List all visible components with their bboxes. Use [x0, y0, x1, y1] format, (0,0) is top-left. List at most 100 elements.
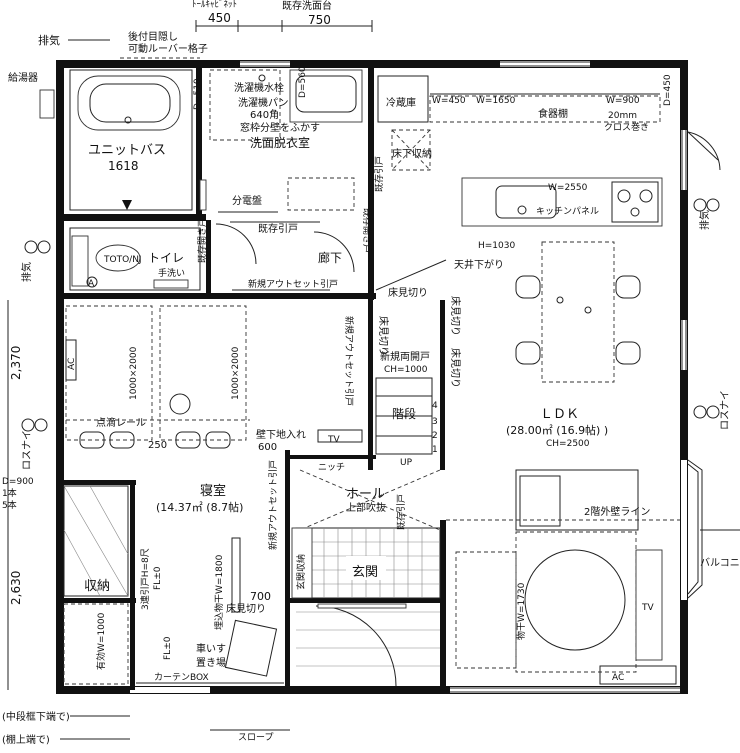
storage-effective-width: 有効W=1000 — [95, 612, 107, 670]
bed-left-size: 1000×2000 — [129, 346, 139, 400]
ldk-label: ＬＤＫ — [540, 407, 579, 422]
exhaust-fan-icon — [706, 198, 720, 212]
hallway-label: 廊下 — [318, 250, 342, 265]
exhaust-fan-icon — [693, 198, 707, 212]
entry-arrow-icon — [122, 200, 132, 210]
stairs: 階段 4 3 2 1 UP 新規両開戸 CH=1000 床見切り 床見切り 床見… — [343, 296, 462, 530]
shelf-d450: D=450 — [663, 74, 673, 106]
bath-d510: D=510 — [193, 78, 203, 110]
toilet-room: TOTO/NJ トイレ 手洗い A 既存開き戸 — [69, 218, 208, 291]
dim-600: 600 — [258, 442, 277, 453]
bedroom-tv: TV — [327, 435, 340, 445]
stair-ch1000: CH=1000 — [384, 365, 428, 375]
wheelchair-icon — [224, 619, 278, 677]
washer-pan-label: 洗濯機パン — [238, 96, 289, 109]
dim-label-toilet-cabinet: ﾄｰﾙｷｬﾋﾞﾈｯﾄ — [192, 0, 237, 10]
kitchen-door-swing — [687, 131, 721, 171]
toilet-bowl — [95, 244, 141, 272]
exhaust-label-right: 排気 — [698, 210, 711, 230]
stairs-label: 階段 — [392, 406, 416, 421]
vanity-d560: D=560 — [298, 66, 308, 98]
mark-a: A — [88, 279, 95, 289]
exhaust-fan-icon — [37, 240, 51, 254]
void-above-label: 上部吹抜 — [346, 501, 386, 514]
dim-left-upper: 2,370 — [9, 346, 23, 380]
hall-existing-sliding: 既存引戸 — [395, 494, 407, 530]
ldk: ＬＤＫ (28.00㎡ (16.9帖) ) CH=2500 2階外壁ライン 物干… — [446, 241, 680, 685]
new-outset-door: 新規アウトセット引戸 — [248, 278, 338, 290]
ldk-ac-label: AC — [612, 673, 624, 683]
dim-450: 450 — [208, 11, 231, 25]
underfloor-storage-label: 床下収納 — [392, 147, 432, 160]
cross-wrap-2: クロス巻き — [604, 121, 649, 133]
ldk-laundry-bar: 物干W=1730 — [515, 582, 527, 640]
kitchen-counter — [461, 177, 663, 227]
washroom: 洗濯機水栓 洗濯機パン 640角 窓枠分壁をふかす 洗面脱衣室 D=560 分電… — [199, 66, 385, 213]
iv-rail-label: 点滴レール — [96, 416, 146, 429]
rug — [524, 549, 626, 651]
hand-wash-sink — [153, 279, 189, 289]
entrance: ホール 上部吹抜 玄関 玄関収納 — [291, 469, 441, 687]
bedroom-label: 寝室 — [200, 483, 226, 499]
dining-chair — [515, 275, 541, 299]
closet-door: 3連引戸H=8尺 — [139, 548, 151, 610]
sofa — [515, 469, 639, 531]
closet: 収納 有効W=1000 3連引戸H=8尺 — [63, 485, 151, 685]
kitchen-sink — [495, 185, 557, 219]
washer-pan-size: 640角 — [250, 109, 279, 121]
builtin-laundry-bar: 埋込物干W=1800 — [213, 554, 225, 630]
unit-bath-size: 1618 — [108, 159, 139, 173]
new-double-door: 新規両開戸 — [380, 350, 430, 363]
kitchen: 冷蔵庫 W=450 W=1650 食器棚 W=900 D=450 20mm クロ… — [375, 74, 721, 299]
stair-floor-edge-right-2: 床見切り — [449, 348, 462, 388]
rosnai-fan-icon — [21, 418, 35, 432]
curtain-box-label: カーテンBOX — [154, 672, 209, 683]
dining-chair — [615, 341, 641, 365]
cupboard-label: 食器棚 — [538, 107, 568, 120]
shelf-w1650: W=1650 — [476, 96, 516, 106]
dim-250: 250 — [148, 440, 167, 451]
wall-note: 窓枠分壁をふかす — [240, 121, 320, 134]
stair-floor-edge-right: 床見切り — [449, 296, 462, 336]
dim-1hon: 1本 — [2, 487, 17, 499]
counter-w2550: W=2550 — [548, 183, 588, 193]
bedroom: 1000×2000 1000×2000 AC 点滴レール 250 600 壁下地… — [65, 305, 363, 684]
wall-reinforce-label: 壁下地入れ — [256, 428, 306, 441]
fl-right: FL±0 — [153, 566, 163, 590]
note-shelf-top: (棚上端で) — [2, 733, 50, 746]
niche-label: ニッチ — [318, 462, 345, 473]
bed-right-size: 1000×2000 — [231, 346, 241, 400]
bathtub — [77, 75, 181, 131]
stair-step-3: 3 — [432, 417, 438, 427]
wheelchair-label-2: 置き場 — [196, 656, 226, 669]
tv-board — [635, 549, 663, 661]
rosnai-fan-icon — [706, 405, 720, 419]
bedroom-floor-edge: 床見切り — [226, 602, 266, 615]
dining-chair — [515, 341, 541, 365]
washroom-label: 洗面脱衣室 — [250, 135, 310, 150]
bedroom-area: (14.37㎡ (8.7帖) — [156, 501, 243, 514]
rosnai-fan-icon — [693, 405, 707, 419]
windows — [240, 61, 703, 693]
mark-a-icon — [86, 276, 98, 288]
dim-5hon: 5本 — [2, 499, 17, 511]
dining-chair — [615, 275, 641, 299]
stair-step-4: 4 — [432, 401, 438, 411]
floor-edge-label: 床見切り — [388, 286, 428, 299]
cross-wrap-1: 20mm — [608, 111, 637, 121]
stairs-up: UP — [400, 458, 413, 468]
interior-walls — [56, 60, 446, 690]
exhaust-label-left: 排気 — [20, 262, 33, 282]
rosnai-label-left: ロスナイ — [21, 430, 33, 470]
hall-open-door: 既存開き戸 — [361, 208, 373, 253]
breaker-panel-label: 分電盤 — [232, 194, 262, 207]
hand-wash-label: 手洗い — [158, 267, 185, 279]
lattice-label-1: 後付目隠し — [128, 30, 178, 43]
existing-vanity — [289, 69, 363, 123]
faucet-icon — [258, 74, 266, 82]
bed-right — [159, 305, 247, 441]
outside-annotations: 排気 給湯器 後付目隠し 可動ルーバー格子 排気 ロスナイ 2,370 2,63… — [2, 30, 740, 746]
top-dimensions: ﾄｰﾙｷｬﾋﾞﾈｯﾄ 450 既存洗面台 750 — [192, 0, 373, 32]
entry-tile-grid — [296, 528, 440, 667]
dim-700: 700 — [250, 590, 271, 603]
